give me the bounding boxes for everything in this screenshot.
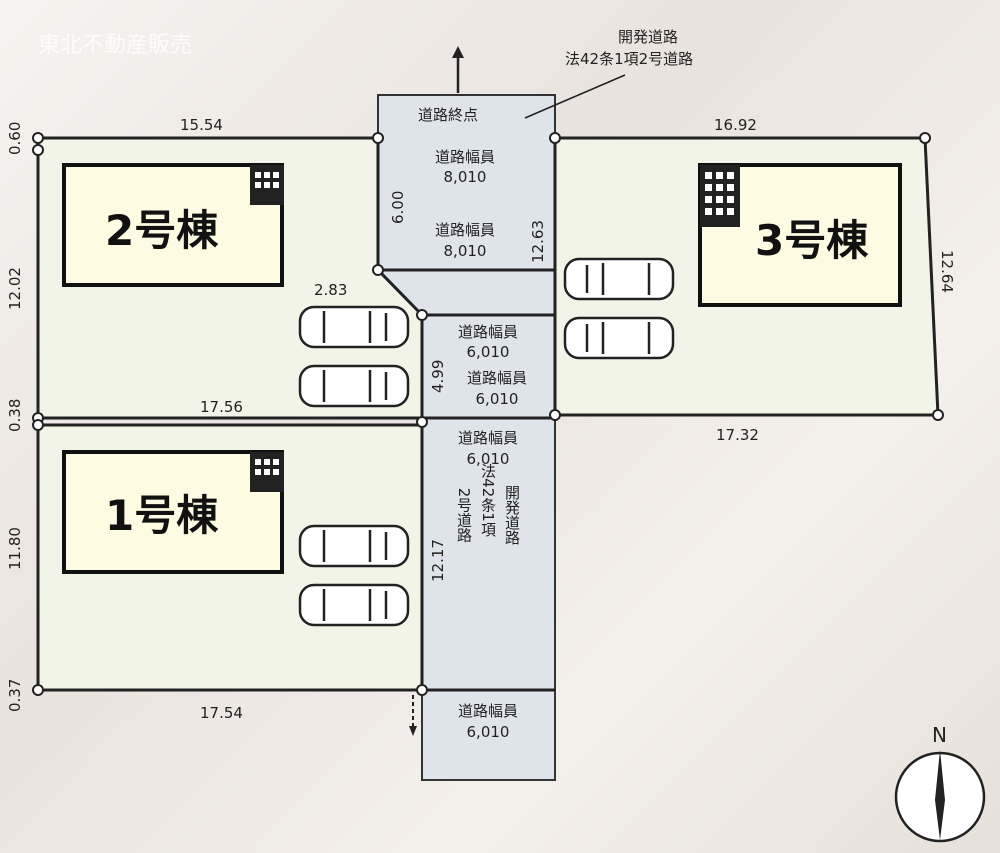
- car-icon: [298, 305, 410, 349]
- svg-text:道路幅員: 道路幅員: [458, 702, 518, 720]
- dev-road-label-1: 開発道路: [618, 28, 678, 46]
- svg-text:6,010: 6,010: [467, 450, 510, 468]
- svg-text:6,010: 6,010: [467, 343, 510, 361]
- svg-text:15.54: 15.54: [180, 116, 223, 134]
- svg-text:6,010: 6,010: [467, 723, 510, 741]
- svg-text:道路幅員: 道路幅員: [435, 148, 495, 166]
- svg-text:16.92: 16.92: [714, 116, 757, 134]
- svg-text:0.38: 0.38: [6, 399, 24, 432]
- watermark: 東北不動産販売: [38, 33, 192, 58]
- building-1-label: 1号棟: [105, 491, 219, 540]
- car-icon: [298, 583, 410, 627]
- svg-text:開発道路: 開発道路: [503, 485, 521, 545]
- svg-text:道路幅員: 道路幅員: [467, 369, 527, 387]
- svg-text:12.17: 12.17: [429, 539, 447, 582]
- car-icon: [298, 524, 410, 568]
- svg-text:6.00: 6.00: [389, 191, 407, 224]
- building-2: 2号棟: [62, 163, 284, 287]
- svg-text:2号道路: 2号道路: [455, 488, 473, 543]
- compass-north-label: N: [932, 723, 947, 747]
- dimension-labels: 15.54 16.92 17.56 17.32 17.54 2.83 12.02…: [6, 116, 956, 722]
- svg-text:17.32: 17.32: [716, 426, 759, 444]
- svg-text:12.63: 12.63: [529, 220, 547, 263]
- car-icon: [298, 364, 410, 408]
- svg-text:0.37: 0.37: [6, 679, 24, 712]
- car-icon: [563, 316, 675, 360]
- svg-text:17.54: 17.54: [200, 704, 243, 722]
- svg-text:0.60: 0.60: [6, 122, 24, 155]
- svg-text:4.99: 4.99: [429, 360, 447, 393]
- svg-text:2.83: 2.83: [314, 281, 347, 299]
- svg-text:11.80: 11.80: [6, 527, 24, 570]
- svg-text:8,010: 8,010: [444, 242, 487, 260]
- svg-text:法42条1項: 法42条1項: [479, 463, 497, 537]
- compass-needle-icon: [935, 750, 945, 840]
- road-end-label: 道路終点: [418, 106, 478, 124]
- road-vertical-label: 開発道路 法42条1項 2号道路: [455, 463, 521, 545]
- boundary-points: [32, 132, 944, 696]
- svg-text:8,010: 8,010: [444, 168, 487, 186]
- dev-road-label-2: 法42条1項2号道路: [565, 50, 693, 68]
- svg-text:道路幅員: 道路幅員: [458, 429, 518, 447]
- arrow-up-icon: [452, 46, 464, 58]
- svg-text:12.64: 12.64: [938, 250, 956, 293]
- svg-text:6,010: 6,010: [476, 390, 519, 408]
- stair-grid-icons: [255, 172, 734, 475]
- building-1: 1号棟: [62, 450, 284, 574]
- svg-text:17.56: 17.56: [200, 398, 243, 416]
- car-icon: [563, 257, 675, 301]
- svg-text:道路幅員: 道路幅員: [458, 323, 518, 341]
- building-2-label: 2号棟: [105, 206, 219, 255]
- car-icons: [298, 257, 675, 627]
- svg-text:12.02: 12.02: [6, 267, 24, 310]
- building-3-label: 3号棟: [755, 216, 869, 265]
- arrow-down-icon: [409, 726, 417, 736]
- svg-text:道路幅員: 道路幅員: [435, 221, 495, 239]
- compass: N: [894, 723, 986, 843]
